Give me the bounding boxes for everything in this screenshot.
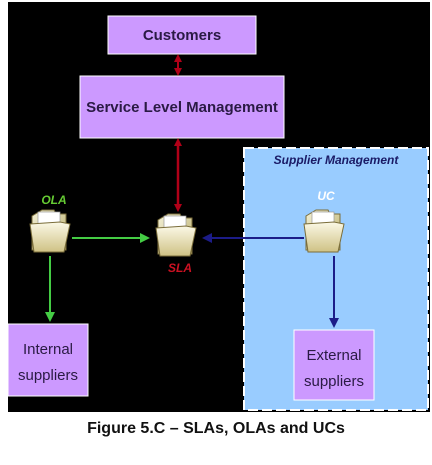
external-suppliers-box bbox=[293, 329, 375, 401]
sla-folder-icon bbox=[155, 213, 197, 257]
service-level-management-box bbox=[79, 75, 285, 139]
sla-label: SLA bbox=[168, 261, 192, 275]
internal-suppliers-label-line1: Internal bbox=[23, 341, 73, 358]
customers-label: Customers bbox=[143, 27, 221, 44]
external-suppliers-label-line2: suppliers bbox=[304, 373, 364, 390]
ola-label: OLA bbox=[41, 193, 66, 207]
figure-caption: Figure 5.C – SLAs, OLAs and UCs bbox=[87, 420, 345, 437]
external-suppliers-label-line1: External bbox=[306, 347, 361, 364]
diagram-canvas: Supplier Management Customers Service Le… bbox=[8, 2, 430, 412]
ola-folder-icon bbox=[29, 209, 71, 253]
diagram-svg: Supplier Management Customers Service Le… bbox=[8, 2, 430, 412]
service-level-management-label: Service Level Management bbox=[86, 99, 278, 116]
uc-label: UC bbox=[317, 189, 335, 203]
customers-box bbox=[107, 15, 257, 55]
internal-suppliers-box bbox=[8, 323, 89, 397]
internal-suppliers-label-line2: suppliers bbox=[18, 367, 78, 384]
uc-folder-icon bbox=[303, 209, 345, 253]
supplier-management-title: Supplier Management bbox=[274, 153, 400, 167]
